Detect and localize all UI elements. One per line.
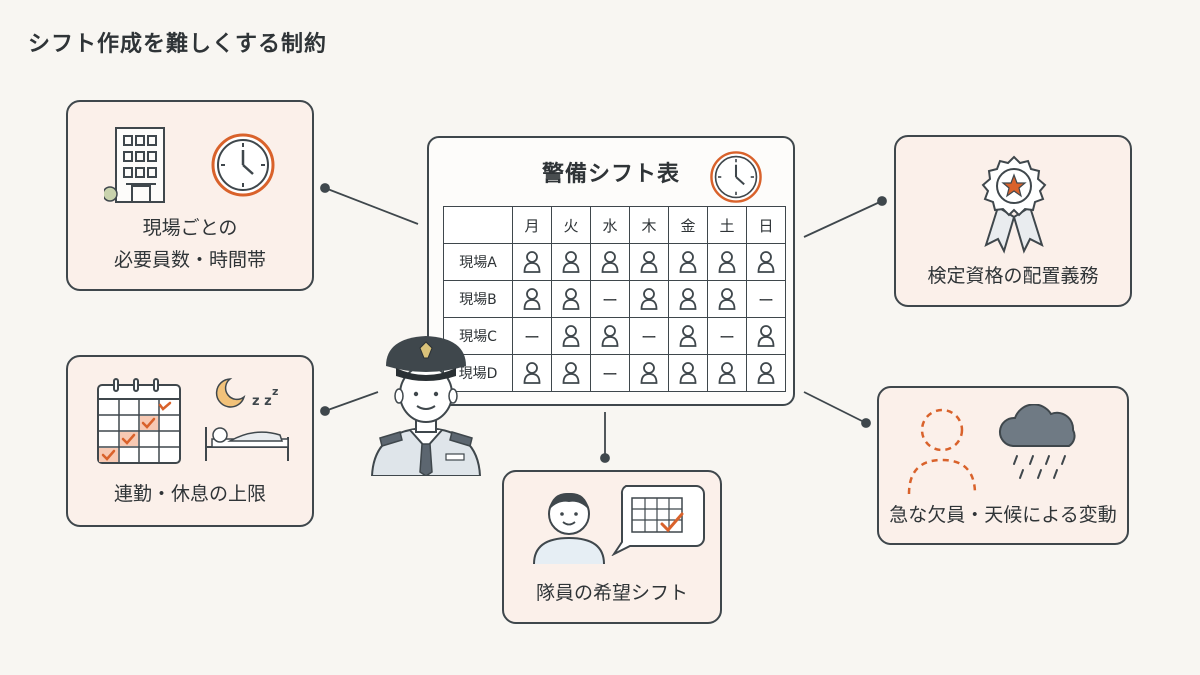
shift-cell-empty: ー xyxy=(590,354,630,392)
shift-cell-assigned xyxy=(746,317,786,355)
person-icon xyxy=(533,492,605,564)
shift-cell-assigned xyxy=(512,354,552,392)
shift-cell-empty: ー xyxy=(590,280,630,318)
schedule-title: 警備シフト表 xyxy=(541,162,680,187)
empty-mark: ー xyxy=(640,328,657,347)
day-header: 火 xyxy=(551,206,591,244)
assigned-guard-icon xyxy=(640,362,658,384)
table-row: 現場A xyxy=(443,243,786,281)
assigned-guard-icon xyxy=(757,362,775,384)
assigned-guard-icon xyxy=(601,325,619,347)
shift-cell-assigned xyxy=(512,280,552,318)
day-header: 金 xyxy=(668,206,708,244)
shift-cell-assigned xyxy=(707,280,747,318)
constraint-card-preferences: 隊員の希望シフト xyxy=(502,470,722,624)
assigned-guard-icon xyxy=(640,288,658,310)
assigned-guard-icon xyxy=(757,325,775,347)
assigned-guard-icon xyxy=(523,288,541,310)
assigned-guard-icon xyxy=(679,288,697,310)
qualification-label: 検定資格の配置義務 xyxy=(927,265,1099,287)
assigned-guard-icon xyxy=(562,325,580,347)
assigned-guard-icon xyxy=(679,362,697,384)
empty-mark: ー xyxy=(601,291,618,310)
assigned-guard-icon xyxy=(757,251,775,273)
constraint-card-qualification: 検定資格の配置義務 xyxy=(894,135,1132,307)
day-header: 月 xyxy=(512,206,552,244)
shift-cell-empty: ー xyxy=(629,317,669,355)
absent-person-icon xyxy=(907,408,977,495)
shift-cell-assigned xyxy=(707,243,747,281)
empty-mark: ー xyxy=(601,365,618,384)
security-guard-icon xyxy=(370,336,482,476)
clock-icon xyxy=(211,133,275,197)
assigned-guard-icon xyxy=(718,288,736,310)
day-header: 水 xyxy=(590,206,630,244)
assigned-guard-icon xyxy=(523,251,541,273)
assigned-guard-icon xyxy=(679,251,697,273)
table-corner xyxy=(443,206,513,244)
shift-cell-assigned xyxy=(668,243,708,281)
shift-cell-assigned xyxy=(668,317,708,355)
shift-cell-assigned xyxy=(668,354,708,392)
shift-cell-empty: ー xyxy=(746,280,786,318)
shift-cell-assigned xyxy=(746,243,786,281)
day-header: 木 xyxy=(629,206,669,244)
shift-cell-assigned xyxy=(512,243,552,281)
svg-text:z z: z z xyxy=(252,394,272,409)
calendar-check-icon xyxy=(97,378,181,464)
day-header: 土 xyxy=(707,206,747,244)
svg-text:z: z xyxy=(272,385,278,398)
table-row: 現場B ー ー xyxy=(443,280,786,318)
assigned-guard-icon xyxy=(718,362,736,384)
empty-mark: ー xyxy=(757,291,774,310)
shift-cell-assigned xyxy=(629,280,669,318)
clock-icon xyxy=(710,151,762,203)
preferences-label: 隊員の希望シフト xyxy=(535,582,688,604)
building-icon xyxy=(104,127,165,203)
rain-cloud-icon xyxy=(998,404,1076,479)
assigned-guard-icon xyxy=(679,325,697,347)
assigned-guard-icon xyxy=(562,362,580,384)
assigned-guard-icon xyxy=(562,288,580,310)
award-ribbon-icon xyxy=(981,155,1047,254)
shift-cell-assigned xyxy=(551,280,591,318)
constraint-card-changes: 急な欠員・天候による変動 xyxy=(877,386,1129,545)
shift-cell-assigned xyxy=(668,280,708,318)
shift-cell-assigned xyxy=(551,243,591,281)
assigned-guard-icon xyxy=(718,251,736,273)
site-label: 現場A xyxy=(443,243,513,281)
shift-cell-assigned xyxy=(551,317,591,355)
staffing-label-line1: 現場ごとの xyxy=(142,217,238,239)
assigned-guard-icon xyxy=(562,251,580,273)
shift-cell-empty: ー xyxy=(707,317,747,355)
constraint-card-staffing: 現場ごとの 必要員数・時間帯 xyxy=(66,100,314,291)
sleeping-bed-icon: z z z xyxy=(205,378,289,461)
assigned-guard-icon xyxy=(523,362,541,384)
shift-cell-assigned xyxy=(629,354,669,392)
speech-bubble-schedule-icon xyxy=(611,485,705,556)
shift-cell-assigned xyxy=(590,243,630,281)
shift-cell-empty: ー xyxy=(512,317,552,355)
shift-cell-assigned xyxy=(590,317,630,355)
assigned-guard-icon xyxy=(640,251,658,273)
assigned-guard-icon xyxy=(601,251,619,273)
consecutive-label: 連勤・休息の上限 xyxy=(113,483,266,505)
shift-cell-assigned xyxy=(629,243,669,281)
constraint-card-consecutive: z z z 連勤・休息の上限 xyxy=(66,355,314,527)
shift-cell-assigned xyxy=(551,354,591,392)
day-header: 日 xyxy=(746,206,786,244)
shift-cell-assigned xyxy=(746,354,786,392)
page-title: シフト作成を難しくする制約 xyxy=(28,32,328,57)
day-header-row: 月火水木金土日 xyxy=(443,206,786,244)
site-label: 現場B xyxy=(443,280,513,318)
changes-label: 急な欠員・天候による変動 xyxy=(889,504,1117,526)
empty-mark: ー xyxy=(523,328,540,347)
staffing-label-line2: 必要員数・時間帯 xyxy=(113,249,266,271)
shift-cell-assigned xyxy=(707,354,747,392)
empty-mark: ー xyxy=(718,328,735,347)
